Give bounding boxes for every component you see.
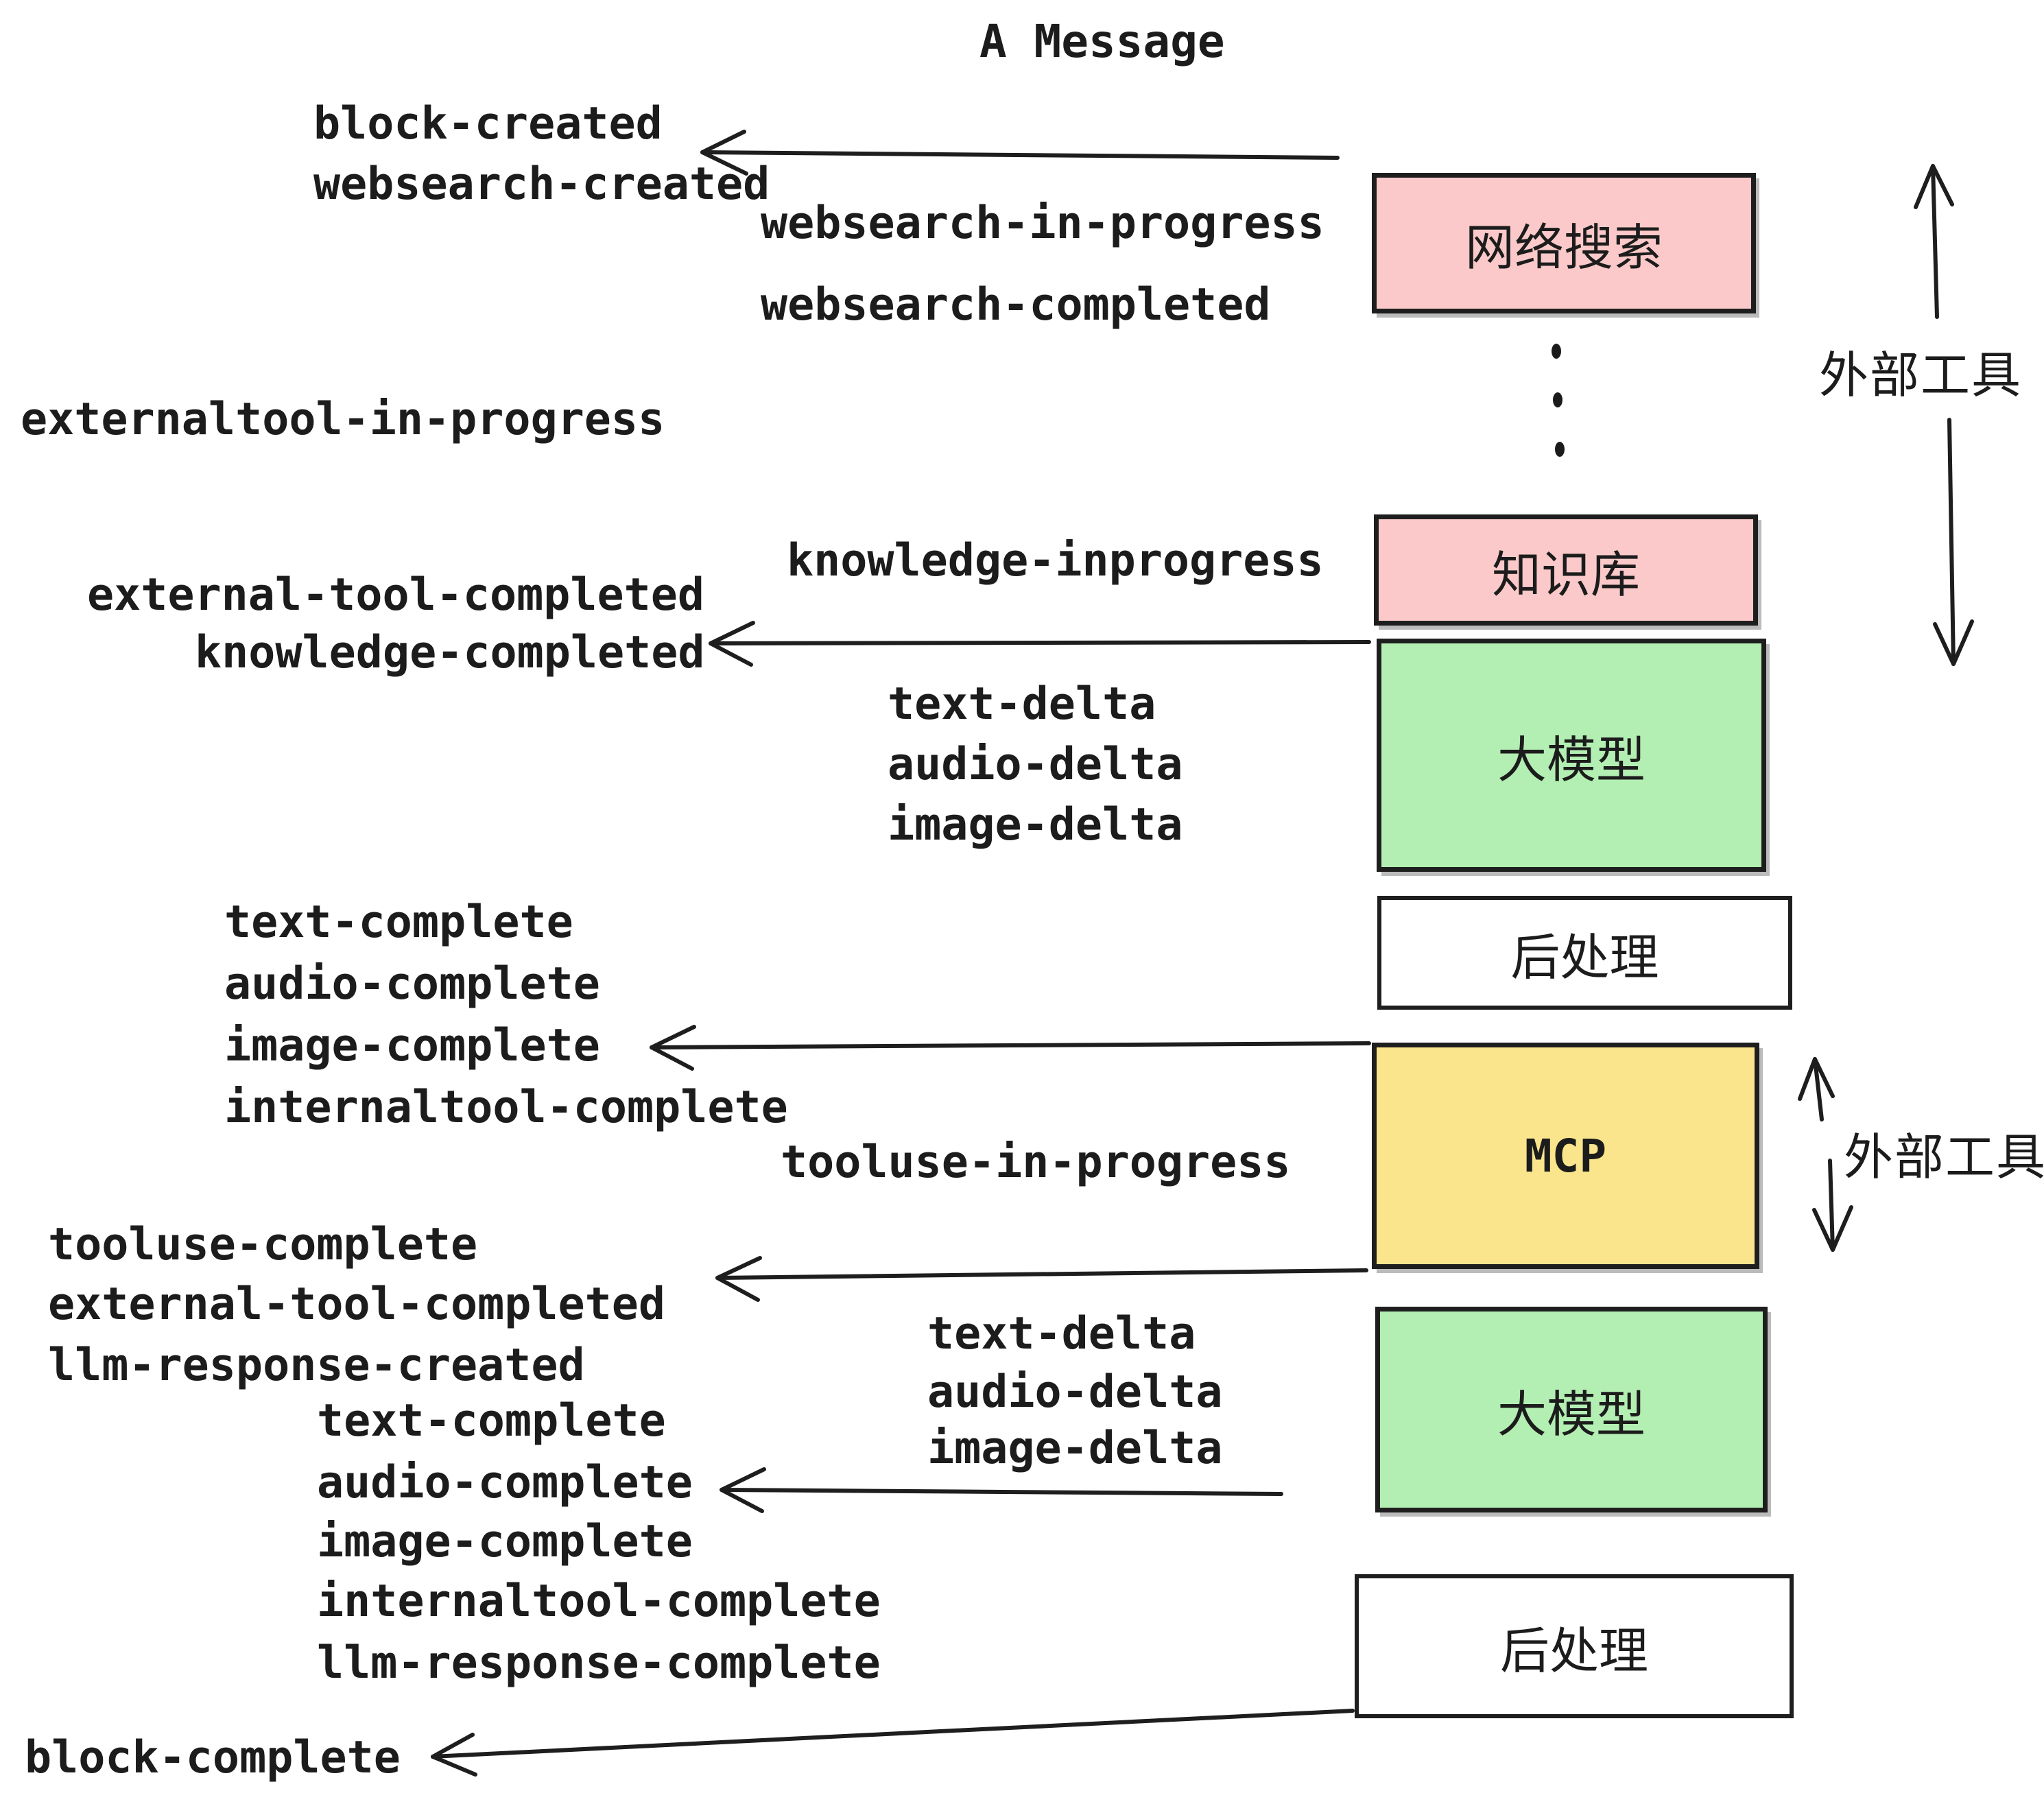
label-internaltool-complete-1: internaltool-complete — [224, 1082, 788, 1133]
label-audio-complete-2: audio-complete — [317, 1457, 693, 1508]
box-llm-1: 大模型 — [1377, 639, 1766, 872]
label-websearch-completed: websearch-completed — [761, 279, 1271, 331]
label-image-delta-2: image-delta — [927, 1423, 1223, 1474]
arrow-to-audio-complete — [720, 1467, 1283, 1513]
box-llm-2: 大模型 — [1375, 1307, 1768, 1512]
label-websearch-in-progress: websearch-in-progress — [761, 198, 1324, 249]
arrow-to-tooluse-complete — [715, 1256, 1368, 1302]
label-text-delta-1: text-delta — [888, 678, 1156, 730]
external-tools-down-arrow-1 — [1933, 418, 1974, 666]
label-image-complete-2: image-complete — [317, 1516, 693, 1567]
label-llm-response-created: llm-response-created — [48, 1340, 585, 1391]
label-tooluse-in-progress: tooluse-in-progress — [781, 1137, 1291, 1188]
box-postprocess-2: 后处理 — [1355, 1574, 1794, 1718]
ellipsis-dots — [1552, 344, 1565, 457]
label-tooluse-complete: tooluse-complete — [48, 1219, 478, 1270]
label-audio-delta-2: audio-delta — [927, 1366, 1223, 1418]
label-block-complete: block-complete — [25, 1732, 401, 1783]
label-audio-delta-1: audio-delta — [888, 739, 1183, 790]
label-knowledge-inprogress: knowledge-inprogress — [787, 535, 1324, 586]
label-image-delta-1: image-delta — [888, 799, 1183, 851]
label-image-complete-1: image-complete — [224, 1020, 600, 1071]
label-llm-response-complete: llm-response-complete — [317, 1637, 881, 1689]
label-text-complete-2: text-complete — [317, 1395, 666, 1447]
external-tools-up-arrow-2 — [1798, 1057, 1835, 1121]
label-internaltool-complete-2: internaltool-complete — [317, 1576, 881, 1627]
page-title: A Message — [979, 15, 1225, 68]
box-mcp: MCP — [1372, 1043, 1759, 1269]
external-tools-up-arrow-1 — [1914, 164, 1954, 319]
box-knowledge: 知识库 — [1374, 514, 1758, 626]
box-websearch: 网络搜索 — [1372, 173, 1756, 313]
label-block-created: block-created — [313, 98, 663, 150]
label-external-tool-completed-2: external-tool-completed — [48, 1279, 666, 1330]
external-tools-label-2: 外部工具 — [1844, 1128, 2044, 1186]
label-websearch-created: websearch-created — [313, 158, 770, 210]
arrow-to-block-created — [700, 130, 1340, 176]
arrow-to-knowledge-completed — [709, 621, 1371, 667]
label-text-complete-1: text-complete — [224, 897, 573, 948]
label-externaltool-in-progress: externaltool-in-progress — [21, 394, 665, 445]
label-external-tool-completed-1: external-tool-completed — [87, 569, 705, 621]
box-postprocess-1: 后处理 — [1377, 896, 1792, 1010]
arrow-to-image-complete — [650, 1025, 1371, 1071]
label-knowledge-completed: knowledge-completed — [195, 627, 705, 678]
external-tools-label-1: 外部工具 — [1819, 346, 2023, 404]
arrow-to-block-complete — [431, 1709, 1355, 1777]
label-audio-complete-1: audio-complete — [224, 958, 600, 1010]
label-text-delta-2: text-delta — [927, 1308, 1196, 1360]
